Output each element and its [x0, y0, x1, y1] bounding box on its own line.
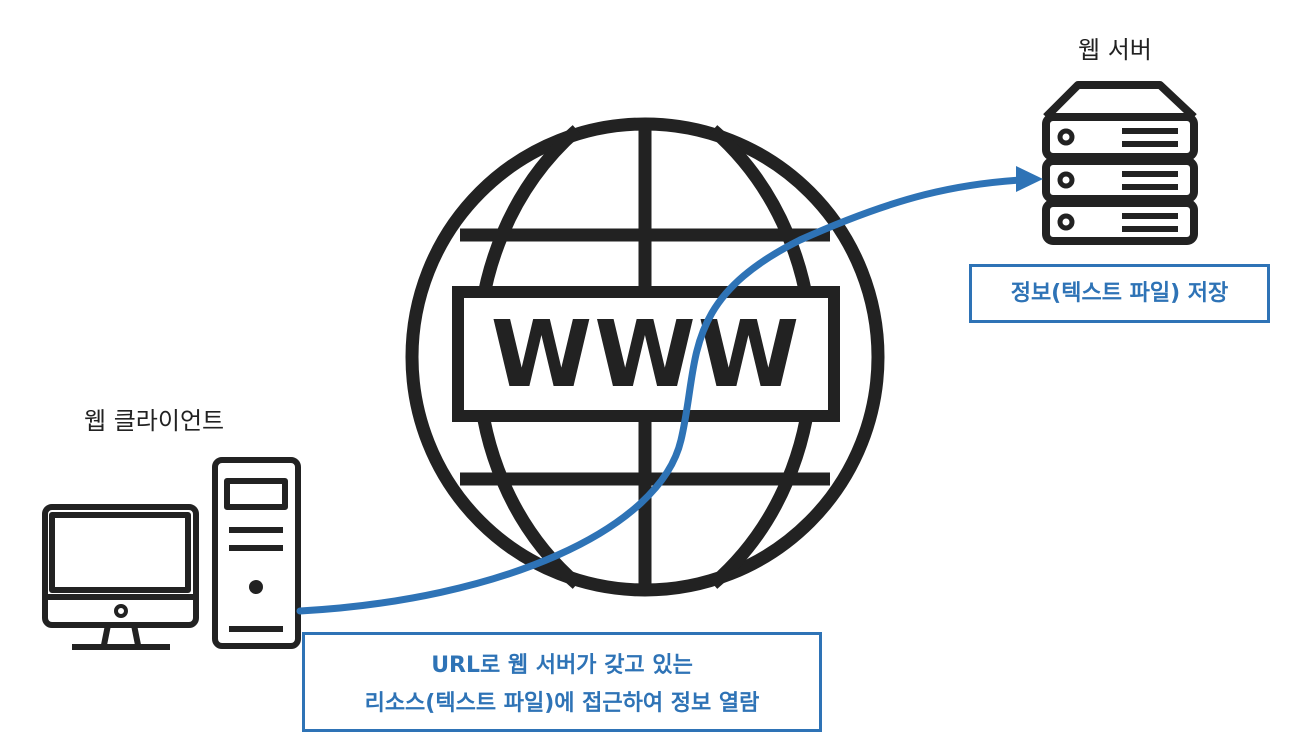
request-callout: URL로 웹 서버가 갖고 있는 리소스(텍스트 파일)에 접근하여 정보 열람	[302, 632, 822, 732]
server-label: 웹 서버	[1078, 36, 1152, 64]
power-button-icon	[249, 580, 263, 594]
www-text: WWW	[491, 301, 801, 408]
arrowhead-icon	[1016, 166, 1043, 192]
storage-callout: 정보(텍스트 파일) 저장	[969, 264, 1270, 323]
request-line-1: URL로 웹 서버가 갖고 있는	[431, 653, 693, 678]
desktop-computer-icon	[42, 457, 301, 650]
www-band	[452, 286, 840, 422]
globe-icon	[405, 117, 885, 597]
request-line-2: 리소스(텍스트 파일)에 접근하여 정보 열람	[364, 691, 760, 716]
server-icon	[1042, 81, 1198, 245]
client-label: 웹 클라이언트	[84, 407, 225, 435]
connection-arrow	[296, 176, 1024, 615]
